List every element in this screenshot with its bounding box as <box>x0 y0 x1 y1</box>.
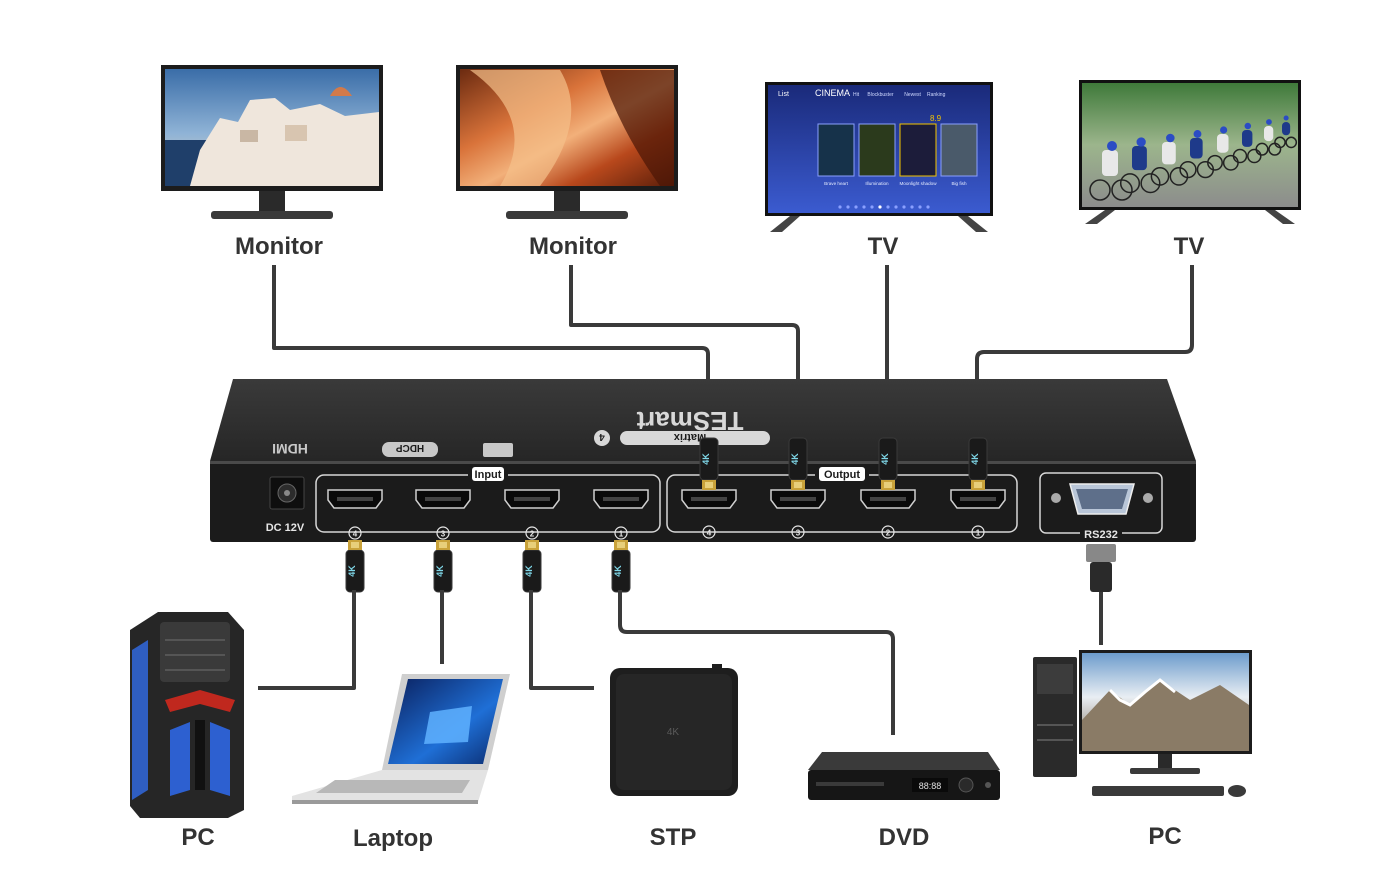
tv-movie-1: Illumination <box>865 181 889 186</box>
tv-movie-3: Big fish <box>951 181 967 186</box>
tv-tab-3: Ranking <box>927 92 946 98</box>
svg-text:3: 3 <box>796 529 801 538</box>
input-plug-3: 4K <box>433 540 453 593</box>
output-port-number-2: 2 <box>881 525 895 539</box>
svg-text:4: 4 <box>707 529 712 538</box>
output-cables <box>272 265 1194 440</box>
output-port-1 <box>950 489 1006 509</box>
pc-tower-icon <box>130 612 244 818</box>
input-label-dvd: DVD <box>879 824 930 851</box>
input-plug-3-tag: 4K <box>435 565 445 577</box>
input-port-number-3: 3 <box>436 526 450 540</box>
set-top-box-icon: 4K <box>610 664 738 796</box>
output-plug-4-tag: 4K <box>701 453 711 465</box>
input-label-pc: PC <box>181 824 214 851</box>
svg-text:Matrix: Matrix <box>673 431 706 443</box>
tv-title: CINEMA <box>815 88 850 98</box>
tv-rating: 8.9 <box>930 114 942 123</box>
input-plug-4: 4K <box>345 540 365 593</box>
tv-movie-2: Moonlight shadow <box>899 181 937 186</box>
svg-text:1: 1 <box>619 530 624 539</box>
output-plug-3-tag: 4K <box>790 453 800 465</box>
tv-tab-2: Newest <box>904 92 921 98</box>
input-port-1 <box>593 489 649 509</box>
tv-nav-label: List <box>778 91 789 98</box>
output-plug-1-tag: 4K <box>970 453 980 465</box>
hdmi-logo: HDMI <box>272 441 308 457</box>
rs232-cable <box>1086 544 1116 645</box>
svg-text:HDCP: HDCP <box>396 442 425 453</box>
input-label-laptop: Laptop <box>353 825 433 852</box>
output-label-1: Monitor <box>235 233 323 260</box>
svg-text:4: 4 <box>353 530 358 539</box>
output-port-number-3: 3 <box>791 525 805 539</box>
input-label-stp: STP <box>650 824 697 851</box>
tv-2-icon <box>1079 80 1301 224</box>
output-plug-4: 4K <box>699 437 719 490</box>
input-port-3 <box>415 489 471 509</box>
laptop-icon <box>292 674 510 804</box>
svg-text:4: 4 <box>599 431 605 442</box>
input-plug-1: 4K <box>611 540 631 593</box>
output-label-3: TV <box>868 233 899 260</box>
brand-logo: TESmart Matrix 4 <box>594 406 770 446</box>
output-plug-1: 4K <box>968 437 988 490</box>
input-label-desktop-pc: PC <box>1148 823 1181 850</box>
dvd-display: 88:88 <box>919 781 942 791</box>
input-port-number-4: 4 <box>348 526 362 540</box>
svg-text:3: 3 <box>441 530 446 539</box>
output-port-2 <box>860 489 916 509</box>
input-cables <box>258 590 895 735</box>
svg-text:2: 2 <box>530 530 535 539</box>
input-port-4 <box>327 489 383 509</box>
output-port-number-4: 4 <box>702 525 716 539</box>
output-plug-2-tag: 4K <box>880 453 890 465</box>
tv-tab-1: Blockbuster <box>867 92 893 98</box>
input-group-label: Input <box>475 469 502 481</box>
output-label-4: TV <box>1174 233 1205 260</box>
serial-label: RS232 <box>1084 529 1118 541</box>
output-group-label: Output <box>824 469 860 481</box>
desktop-pc-icon <box>1033 650 1252 797</box>
output-plug-3: 4K <box>788 437 808 490</box>
hdcp-logo: HDCP <box>382 442 438 457</box>
svg-text:HDMI: HDMI <box>272 441 308 457</box>
stp-tag: 4K <box>667 727 680 738</box>
tv-movie-0: Brave heart <box>824 181 848 186</box>
input-plug-1-tag: 4K <box>613 565 623 577</box>
output-port-3 <box>770 489 826 509</box>
dvd-player-icon: 88:88 <box>808 752 1000 800</box>
input-plug-4-tag: 4K <box>347 565 357 577</box>
input-port-number-2: 2 <box>525 526 539 540</box>
input-plug-2: 4K <box>522 540 542 593</box>
tv-tab-0: Hit <box>853 92 860 98</box>
output-port-4 <box>681 489 737 509</box>
matrix-switch: TESmart Matrix 4 HDMI HDCP DC 12V Input … <box>210 379 1196 542</box>
input-port-2 <box>504 489 560 509</box>
svg-text:2: 2 <box>886 529 891 538</box>
output-label-2: Monitor <box>529 233 617 260</box>
monitor-1-icon <box>161 65 383 219</box>
output-plug-2: 4K <box>878 437 898 490</box>
power-label: DC 12V <box>266 522 305 534</box>
input-plug-2-tag: 4K <box>524 565 534 577</box>
input-port-number-1: 1 <box>614 526 628 540</box>
svg-text:1: 1 <box>976 529 981 538</box>
output-port-number-1: 1 <box>971 525 985 539</box>
monitor-2-icon <box>456 65 678 219</box>
